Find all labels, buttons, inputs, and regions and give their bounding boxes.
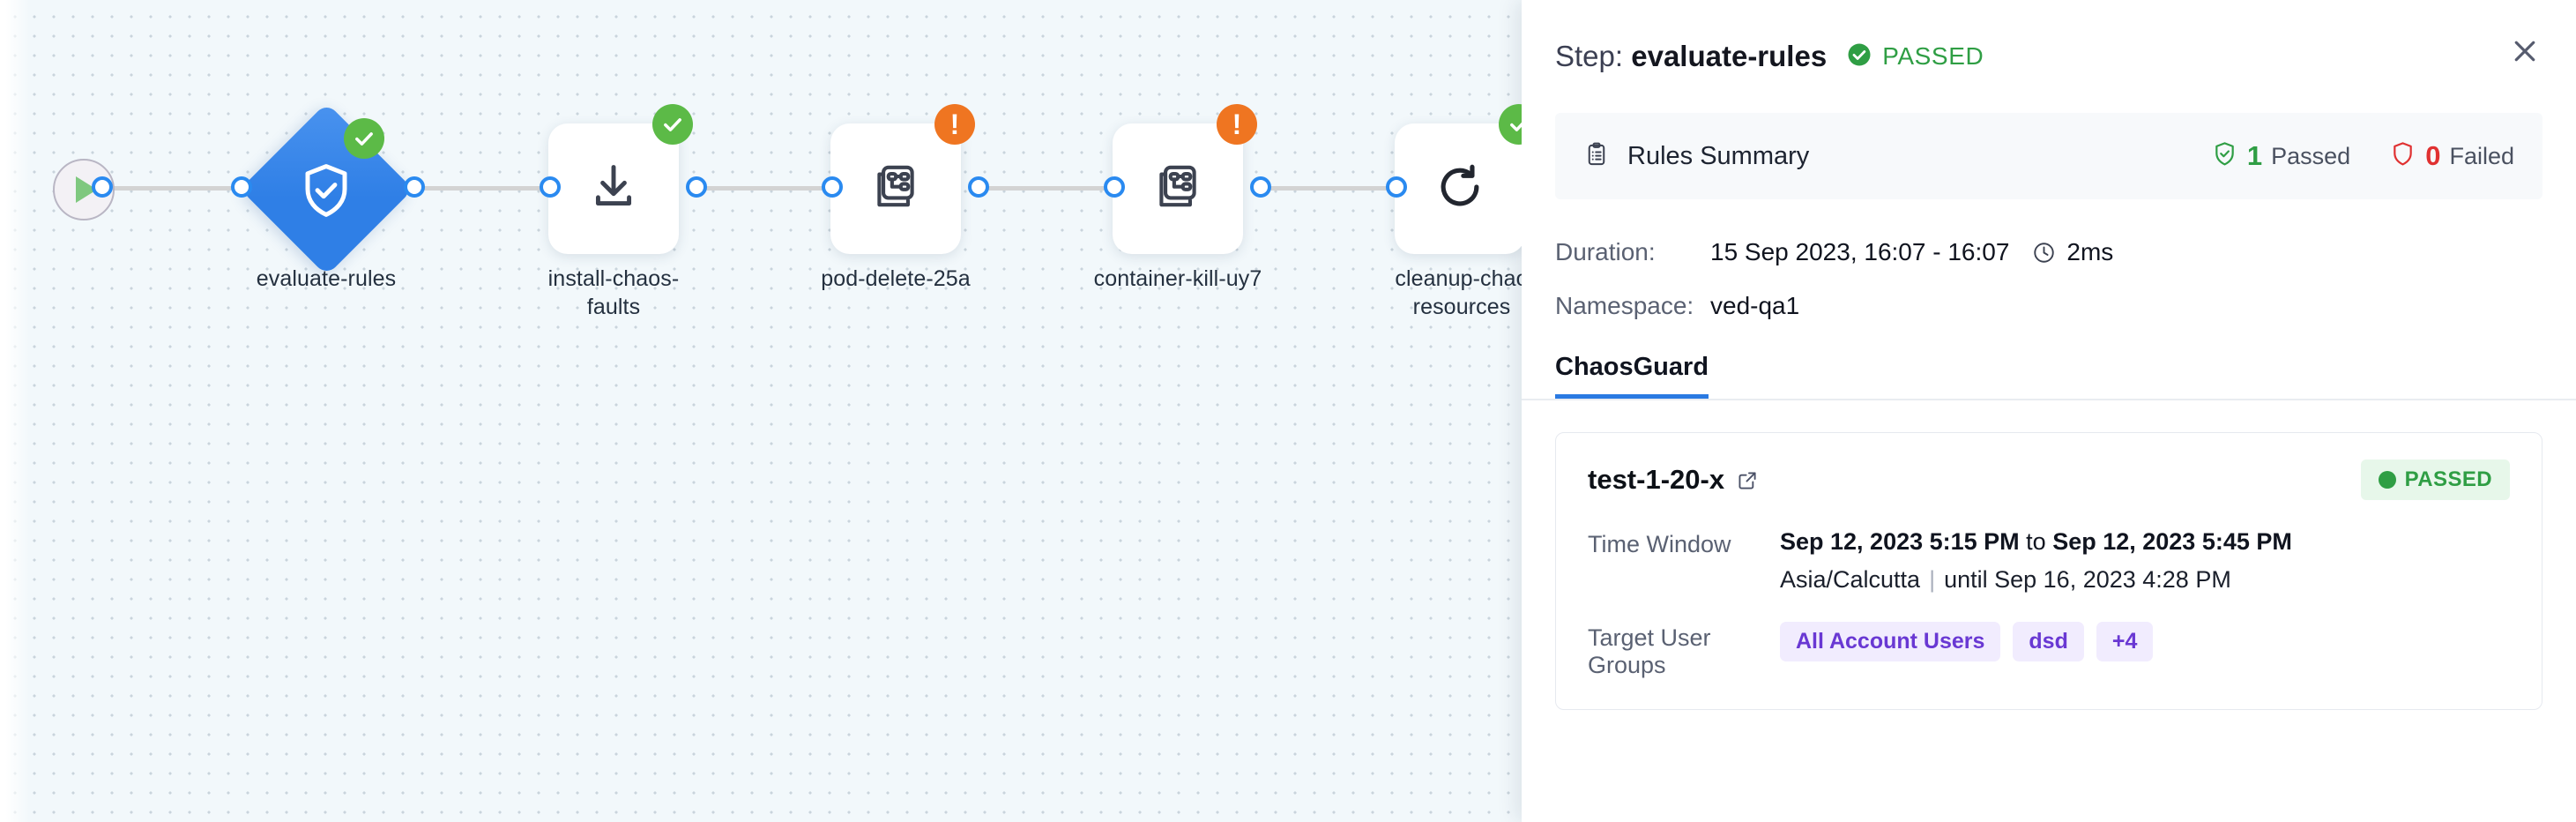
port-container-kill-in[interactable]: [1104, 176, 1125, 198]
time-window-timezone-line: Asia/Calcutta | until Sep 16, 2023 4:28 PM: [1780, 566, 2292, 594]
rules-summary-title: Rules Summary: [1627, 141, 1810, 170]
port-evaluate-rules-in[interactable]: [231, 176, 252, 198]
passed-count-value: 1: [2246, 140, 2263, 171]
duration-row: Duration: 15 Sep 2023, 16:07 - 16:07 2ms: [1555, 238, 2576, 266]
port-install-in[interactable]: [540, 176, 561, 198]
node-evaluate-rules[interactable]: [239, 101, 413, 276]
port-install-out[interactable]: [686, 176, 707, 198]
step-meta: Duration: 15 Sep 2023, 16:07 - 16:07 2ms…: [1555, 238, 2576, 320]
rules-summary-counts: 1 Passed 0 Failed: [2211, 140, 2514, 172]
node-label-container-kill-uy7: container-kill-uy7: [1093, 266, 1262, 291]
time-window-label: Time Window: [1588, 531, 1731, 557]
node-container-kill-uy7[interactable]: [1113, 123, 1243, 254]
rules-passed-count: 1 Passed: [2211, 140, 2350, 172]
time-window-end: Sep 12, 2023 5:45 PM: [2052, 528, 2292, 555]
rule-name: test-1-20-x: [1588, 464, 1725, 495]
node-label-evaluate-rules: evaluate-rules: [256, 266, 397, 291]
duration-elapsed: 2ms: [2066, 238, 2114, 265]
status-badge-success: [652, 104, 693, 145]
node-label-install-chaos-faults: install-chaos- faults: [547, 266, 680, 319]
node-install-chaos-faults[interactable]: [548, 123, 679, 254]
edge-container-kill-to-cleanup: [1261, 186, 1402, 191]
status-badge-success: [344, 118, 384, 159]
edge-evaluate-to-install: [414, 186, 555, 191]
chip-item[interactable]: dsd: [2013, 622, 2084, 661]
rules-failed-count: 0 Failed: [2389, 140, 2514, 172]
time-window-timezone: Asia/Calcutta: [1780, 566, 1921, 593]
edge-pod-delete-to-container-kill: [979, 186, 1120, 191]
node-pod-delete-25a[interactable]: [830, 123, 961, 254]
rule-status-text: PASSED: [2404, 467, 2492, 491]
pipeline-canvas[interactable]: evaluate-rules install-chaos- faults: [0, 0, 1522, 822]
time-window-until: until Sep 16, 2023 4:28 PM: [1944, 566, 2231, 593]
edge-install-to-pod-delete: [696, 186, 838, 191]
failed-count-label: Failed: [2449, 142, 2514, 169]
rules-summary-card: Rules Summary 1 Passed: [1555, 113, 2542, 199]
port-container-kill-out[interactable]: [1250, 176, 1271, 198]
clock-icon: [2032, 241, 2056, 265]
duration-value: 15 Sep 2023, 16:07 - 16:07 2ms: [1710, 238, 2113, 266]
status-text: PASSED: [1882, 42, 1984, 70]
status-badge-warning: !: [934, 104, 975, 145]
time-window-value: Sep 12, 2023 5:15 PM to Sep 12, 2023 5:4…: [1780, 528, 2292, 594]
chaos-fault-icon: [1150, 160, 1205, 219]
target-user-groups-label: Target User Groups: [1588, 624, 1711, 678]
panel-header: Step: evaluate-rules PASSED: [1522, 0, 2576, 113]
node-cleanup-chaos-resources[interactable]: [1395, 123, 1522, 254]
port-start-out[interactable]: [92, 176, 113, 198]
panel-tabs: ChaosGuard: [1522, 346, 2576, 400]
rule-card-header: test-1-20-x PASSED: [1588, 460, 2510, 500]
target-user-groups-row: Target User Groups All Account Users dsd…: [1588, 622, 2510, 679]
status-badge: PASSED: [1846, 41, 1984, 72]
status-badge-success: [1499, 104, 1522, 145]
time-window-row: Time Window Sep 12, 2023 5:15 PM to Sep …: [1588, 528, 2510, 594]
shield-icon: [2389, 140, 2416, 172]
namespace-value: ved-qa1: [1710, 292, 1800, 319]
chip-list: All Account Users dsd +4: [1780, 622, 2154, 661]
time-window-join: to: [2019, 528, 2053, 555]
port-cleanup-in[interactable]: [1386, 176, 1407, 198]
page-title: Step: evaluate-rules: [1555, 40, 1828, 72]
chaos-fault-icon: [868, 160, 923, 219]
external-link-icon[interactable]: [1737, 469, 1759, 491]
chaosguard-rule-card: test-1-20-x PASSED Time Window Sep 12, 2: [1555, 432, 2542, 710]
port-pod-delete-out[interactable]: [968, 176, 989, 198]
pipeline-start-node[interactable]: [53, 159, 115, 220]
shield-check-icon: [295, 160, 357, 221]
canvas-left-fade: [0, 0, 30, 822]
port-evaluate-rules-out[interactable]: [404, 176, 425, 198]
edge-start-to-evaluate-rules: [99, 186, 266, 191]
divider: |: [1929, 566, 1936, 593]
download-icon: [586, 160, 641, 219]
time-window-start: Sep 12, 2023 5:15 PM: [1780, 528, 2020, 555]
duration-range: 15 Sep 2023, 16:07 - 16:07: [1710, 238, 2010, 265]
step-details-panel: Step: evaluate-rules PASSED: [1522, 0, 2576, 822]
tab-chaosguard[interactable]: ChaosGuard: [1555, 353, 1709, 399]
pipeline-graph: evaluate-rules install-chaos- faults: [0, 0, 1522, 370]
clipboard-icon: [1583, 141, 1610, 172]
chip-item[interactable]: All Account Users: [1780, 622, 2001, 661]
rules-summary-title-group: Rules Summary: [1583, 141, 1809, 172]
passed-count-label: Passed: [2271, 142, 2351, 169]
duration-label: Duration:: [1555, 238, 1656, 265]
exclamation-glyph: !: [949, 108, 960, 140]
namespace-row: Namespace: ved-qa1: [1555, 292, 2576, 320]
node-label-cleanup-chaos-resources: cleanup-chao resources: [1395, 266, 1522, 319]
failed-count-value: 0: [2425, 140, 2441, 171]
rule-status-badge: PASSED: [2360, 460, 2510, 500]
refresh-icon: [1433, 160, 1487, 219]
shield-check-icon: [2211, 140, 2238, 172]
target-user-groups-value: All Account Users dsd +4: [1780, 622, 2154, 679]
port-pod-delete-in[interactable]: [822, 176, 843, 198]
status-dot-icon: [2378, 471, 2396, 489]
chip-overflow[interactable]: +4: [2096, 622, 2154, 661]
namespace-label: Namespace:: [1555, 292, 1694, 319]
status-badge-warning: !: [1217, 104, 1257, 145]
exclamation-glyph: !: [1232, 108, 1242, 140]
check-circle-icon: [1846, 41, 1872, 72]
node-label-pod-delete-25a: pod-delete-25a: [821, 266, 971, 291]
time-window-range: Sep 12, 2023 5:15 PM to Sep 12, 2023 5:4…: [1780, 528, 2292, 556]
close-icon[interactable]: [2505, 32, 2544, 71]
